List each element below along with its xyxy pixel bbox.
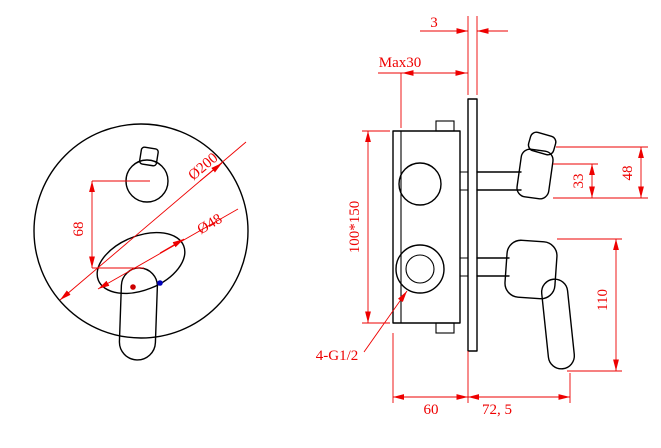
diverter-knob-side	[516, 148, 554, 200]
cold-indicator-dot	[157, 280, 163, 286]
dim-label-max30: Max30	[379, 55, 422, 71]
handle-lever	[118, 267, 159, 361]
dim-label-thread: 4-G1/2	[316, 348, 359, 364]
dim-label-3: 3	[430, 15, 438, 31]
dim-plate-thickness-3: 3	[420, 15, 508, 95]
valve-body	[392, 130, 461, 324]
handle-base-side	[504, 239, 558, 300]
dim-label-48: 48	[620, 166, 636, 181]
diverter-knob-stem	[138, 146, 159, 167]
dim-label-33: 33	[571, 174, 587, 189]
dim-label-100x150: 100*150	[347, 201, 363, 254]
dim-handle-diameter-48: Ø48	[97, 208, 239, 290]
dim-handle-110: 110	[557, 238, 622, 372]
wall-plate-side	[467, 98, 478, 352]
leader-arrow	[199, 162, 223, 182]
leader-arrow	[159, 238, 185, 254]
dim-label-72-5: 72, 5	[482, 402, 512, 418]
hot-indicator-dot	[130, 284, 136, 290]
dim-label-110: 110	[595, 289, 611, 311]
dim-label-68: 68	[71, 222, 87, 237]
handle-lever-side	[540, 278, 576, 370]
valve-thread-port-inner	[405, 254, 435, 284]
dim-label-dia48: Ø48	[195, 211, 225, 238]
valve-top-port	[435, 120, 455, 132]
wall-plate-circle	[33, 123, 249, 339]
dim-knob-48: 48	[556, 146, 648, 199]
leader-line	[97, 208, 239, 290]
side-view	[392, 98, 576, 370]
valve-thread-port-outer	[395, 244, 445, 294]
dim-knob-offset-68: 68	[71, 180, 150, 269]
dim-thread-callout: 4-G1/2	[316, 290, 408, 364]
dim-label-60: 60	[424, 402, 439, 418]
dim-knob-33: 33	[553, 163, 598, 199]
valve-bottom-port	[435, 322, 455, 334]
leader-line	[363, 290, 408, 353]
dim-max-depth-30: Max30	[378, 55, 468, 128]
dim-body-depth-60: 60	[392, 333, 469, 418]
diverter-knob-cap-side	[527, 131, 557, 156]
dim-handle-depth-72-5: 72, 5	[468, 373, 571, 418]
valve-upper-boss	[398, 162, 442, 206]
dim-body-size-100x150: 100*150	[347, 130, 390, 324]
